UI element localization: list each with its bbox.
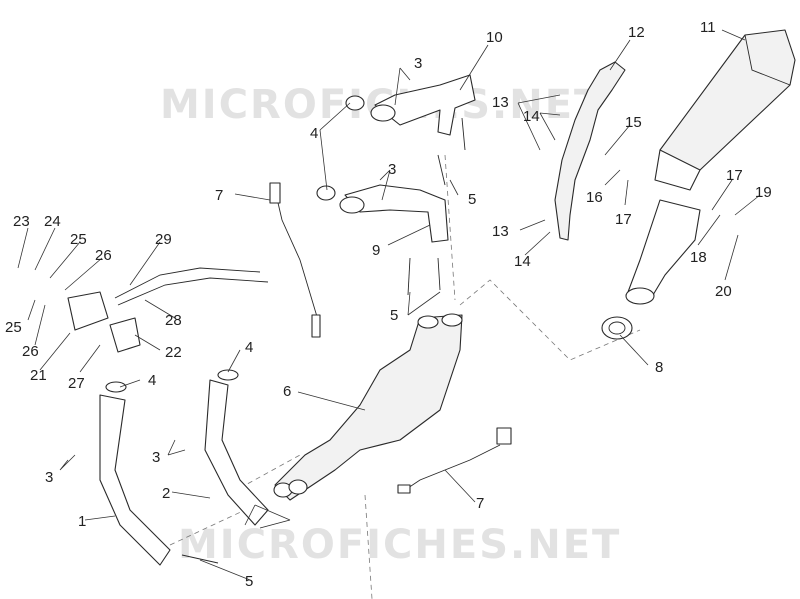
callout-4b: 4	[245, 339, 253, 356]
callout-17b: 17	[726, 167, 743, 184]
callout-7a: 7	[215, 187, 223, 204]
lower-bend-pipe	[339, 184, 449, 243]
callout-26b: 26	[22, 343, 39, 360]
callout-7b: 7	[476, 495, 484, 512]
callout-14b: 14	[514, 253, 531, 270]
leader-lines	[17, 29, 761, 581]
valve-actuator	[67, 267, 269, 353]
callout-24: 24	[44, 213, 61, 230]
upper-bend-pipe	[370, 74, 476, 136]
callout-16: 16	[586, 189, 603, 206]
callout-28: 28	[165, 312, 182, 329]
callout-17a: 17	[615, 211, 632, 228]
callout-5a: 5	[245, 573, 253, 590]
link-pipe	[625, 199, 701, 305]
callout-13a: 13	[492, 94, 509, 111]
callout-18: 18	[690, 249, 707, 266]
callout-5b: 5	[468, 191, 476, 208]
callout-10: 10	[486, 29, 503, 46]
callout-6: 6	[283, 383, 291, 400]
callout-5c: 5	[390, 307, 398, 324]
callout-25a: 25	[70, 231, 87, 248]
callout-4a: 4	[148, 372, 156, 389]
callout-13b: 13	[492, 223, 509, 240]
callout-3d: 3	[388, 161, 396, 178]
callout-25b: 25	[5, 319, 22, 336]
callout-8: 8	[655, 359, 663, 376]
assembly-guide-lines	[169, 154, 641, 599]
callout-4c: 4	[310, 125, 318, 142]
gaskets	[105, 95, 365, 393]
callout-1: 1	[78, 513, 86, 530]
callout-11: 11	[700, 19, 716, 36]
callout-15: 15	[625, 114, 642, 131]
callout-21: 21	[30, 367, 47, 384]
callout-9: 9	[372, 242, 380, 259]
callout-3a: 3	[45, 469, 53, 486]
lambda-sensors	[269, 182, 512, 494]
clamp	[601, 316, 633, 340]
heat-shield	[554, 61, 626, 241]
muffler	[654, 29, 796, 191]
callout-26a: 26	[95, 247, 112, 264]
callout-labels: 1 2 3 3 3 3 4 4 4 5 5 5 6 7 7 8 9 10 11 …	[5, 19, 772, 590]
callout-14a: 14	[523, 108, 540, 125]
rear-header	[204, 379, 269, 526]
springs	[181, 117, 466, 564]
callout-2: 2	[162, 485, 170, 502]
callout-3b: 3	[152, 449, 160, 466]
callout-29: 29	[155, 231, 172, 248]
collector	[273, 313, 463, 501]
callout-3c: 3	[414, 55, 422, 72]
front-header	[99, 394, 171, 566]
callout-23: 23	[13, 213, 30, 230]
callout-19: 19	[755, 184, 772, 201]
callout-20: 20	[715, 283, 732, 300]
watermark-bottom: MICROFICHES.NET	[178, 522, 621, 568]
callout-27: 27	[68, 375, 85, 392]
callout-22: 22	[165, 344, 182, 361]
callout-12: 12	[628, 24, 645, 41]
